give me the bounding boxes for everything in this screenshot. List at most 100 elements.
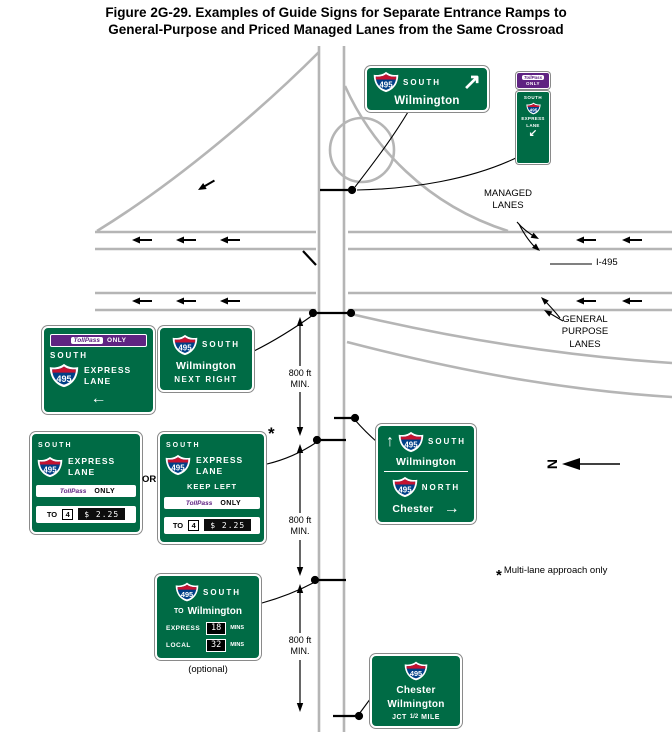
destination-1: Chester xyxy=(396,684,436,696)
cardinal-direction: SOUTH xyxy=(202,340,240,350)
spacing-dimension-2: 800 ft MIN. xyxy=(288,515,312,537)
sign-express-lane-left: TollPass ONLY SOUTH 495 EXPRESS LANE ← xyxy=(42,326,155,414)
only-label: ONLY xyxy=(107,337,127,344)
to-label: TO xyxy=(172,520,184,530)
general-purpose-lanes-label: GENERAL PURPOSE LANES xyxy=(561,314,609,350)
local-time-row: LOCAL 32 MINS xyxy=(159,638,257,652)
toll-rate-display: $ 2.25 xyxy=(204,519,252,531)
cardinal-direction: SOUTH xyxy=(203,587,241,597)
to-label: TO xyxy=(46,509,58,519)
svg-text:495: 495 xyxy=(181,590,193,599)
toll-rate-strip: TO 4 $ 2.25 xyxy=(164,516,260,534)
tollpass-logo: TollPass xyxy=(56,487,90,495)
route-row: 495 SOUTH xyxy=(159,582,257,602)
ramp-bottom-right-a xyxy=(346,311,672,365)
down-left-arrow-icon: ↙ xyxy=(528,128,538,139)
lane-label: LANE xyxy=(84,376,112,386)
svg-text:495: 495 xyxy=(410,669,422,678)
fraction-label: 1/2 xyxy=(409,714,419,721)
destination: Wilmington xyxy=(187,606,242,618)
express-label: EXPRESS xyxy=(68,456,116,467)
interstate-495-shield: 495 xyxy=(165,454,191,476)
only-label: ONLY xyxy=(525,81,541,86)
interstate-495-shield: 495 xyxy=(49,363,79,388)
express-lane-panel: SOUTH 495 EXPRESS LANE ↙ xyxy=(516,91,550,164)
ramp-bottom-right-b xyxy=(346,340,672,399)
sign-dual-direction: ↑ 495 SOUTH Wilmington 495 NORTH Chester… xyxy=(376,424,476,524)
destination-north: Chester xyxy=(392,503,434,516)
junction-distance-row: JCT 1/2 MILE xyxy=(374,714,458,721)
express-time-row: EXPRESS 18 MINS xyxy=(159,621,257,635)
figure-title-line1: Figure 2G-29. Examples of Guide Signs fo… xyxy=(105,5,567,20)
svg-text:495: 495 xyxy=(178,343,192,352)
roadways xyxy=(95,46,672,732)
occupancy-pictograph: 4 xyxy=(62,508,74,520)
mile-label: MILE xyxy=(421,713,440,721)
sign-location-markers xyxy=(302,185,364,721)
tollpass-logo: TollPass xyxy=(70,337,104,344)
ramp-top-right xyxy=(343,85,509,233)
north-arrow: N xyxy=(544,458,620,470)
sign-travel-time: 495 SOUTH TO Wilmington EXPRESS 18 MINS … xyxy=(155,574,261,660)
cardinal-direction: SOUTH xyxy=(403,77,441,87)
destination-2: Wilmington xyxy=(387,699,445,711)
cardinal-direction: SOUTH xyxy=(428,437,466,447)
jct-label: JCT xyxy=(392,713,407,721)
multi-lane-asterisk: * xyxy=(268,424,275,443)
lane-label: LANE xyxy=(526,122,540,128)
route-row: 495 EXPRESS LANE xyxy=(162,454,262,476)
mins-label: MINS xyxy=(230,642,244,649)
express-label: EXPRESS xyxy=(196,454,244,465)
sign-wilmington-next-right: 495 SOUTH Wilmington NEXT RIGHT xyxy=(158,326,254,392)
next-right-label: NEXT RIGHT xyxy=(174,375,238,385)
express-label: EXPRESS xyxy=(166,624,201,632)
ramp-arrow xyxy=(198,179,215,190)
managed-lanes-pointers xyxy=(516,221,540,251)
panel-divider xyxy=(384,471,468,473)
express-label: EXPRESS xyxy=(521,116,545,121)
interstate-495-shield: 495 xyxy=(398,431,424,452)
cardinal-direction: SOUTH xyxy=(523,95,543,100)
sign-exit-wilmington: 495 SOUTH ↗ Wilmington xyxy=(365,66,489,112)
interstate-495-shield: 495 xyxy=(373,72,399,93)
cardinal-direction: NORTH xyxy=(421,482,461,492)
route-row: 495 EXPRESS LANE xyxy=(34,456,138,478)
only-label: ONLY xyxy=(220,499,242,507)
svg-text:495: 495 xyxy=(379,81,393,90)
express-minutes-display: 18 xyxy=(206,621,227,635)
svg-text:495: 495 xyxy=(398,486,412,495)
tollpass-only-strip: TollPass ONLY xyxy=(164,497,260,509)
occupancy-pictograph: 4 xyxy=(188,519,200,531)
left-arrow-icon: ← xyxy=(90,390,107,407)
lane-label: LANE xyxy=(196,465,224,476)
interstate-495-shield: 495 xyxy=(525,102,541,114)
tollpass-only-plaque: TollPass ONLY xyxy=(516,72,550,89)
tollpass-only-plaque: TollPass ONLY xyxy=(50,334,147,347)
tollpass-only-strip: TollPass ONLY xyxy=(36,485,136,498)
figure-title-line2: General-Purpose and Priced Managed Lanes… xyxy=(108,22,564,37)
sign-express-lane-toll-a: SOUTH 495 EXPRESS LANE TollPass ONLY TO … xyxy=(30,432,142,534)
express-label: EXPRESS xyxy=(84,365,132,375)
svg-text:495: 495 xyxy=(529,107,537,112)
sign-junction-advance: 495 Chester Wilmington JCT 1/2 MILE xyxy=(370,654,462,728)
only-label: ONLY xyxy=(94,487,116,495)
north-letter: N xyxy=(544,459,560,469)
destination: Wilmington xyxy=(175,359,237,372)
footnote-text: Multi-lane approach only xyxy=(503,565,608,576)
managed-lanes-label: MANAGED LANES xyxy=(483,188,533,212)
interstate-495-shield: 495 xyxy=(175,582,199,602)
destination-south: Wilmington xyxy=(395,455,457,468)
up-right-arrow-icon: ↗ xyxy=(462,69,481,95)
traffic-arrows xyxy=(132,179,642,305)
route-row: 495 EXPRESS LANE xyxy=(46,363,151,388)
mins-label: MINS xyxy=(230,625,244,632)
footnote-asterisk: * xyxy=(496,567,502,584)
local-minutes-display: 32 xyxy=(206,638,227,652)
route-row: 495 SOUTH xyxy=(162,334,250,356)
svg-text:495: 495 xyxy=(404,440,418,449)
ramp-top-left xyxy=(96,51,320,233)
destination: Wilmington xyxy=(394,94,460,107)
svg-text:495: 495 xyxy=(43,465,57,474)
svg-text:495: 495 xyxy=(56,374,71,384)
